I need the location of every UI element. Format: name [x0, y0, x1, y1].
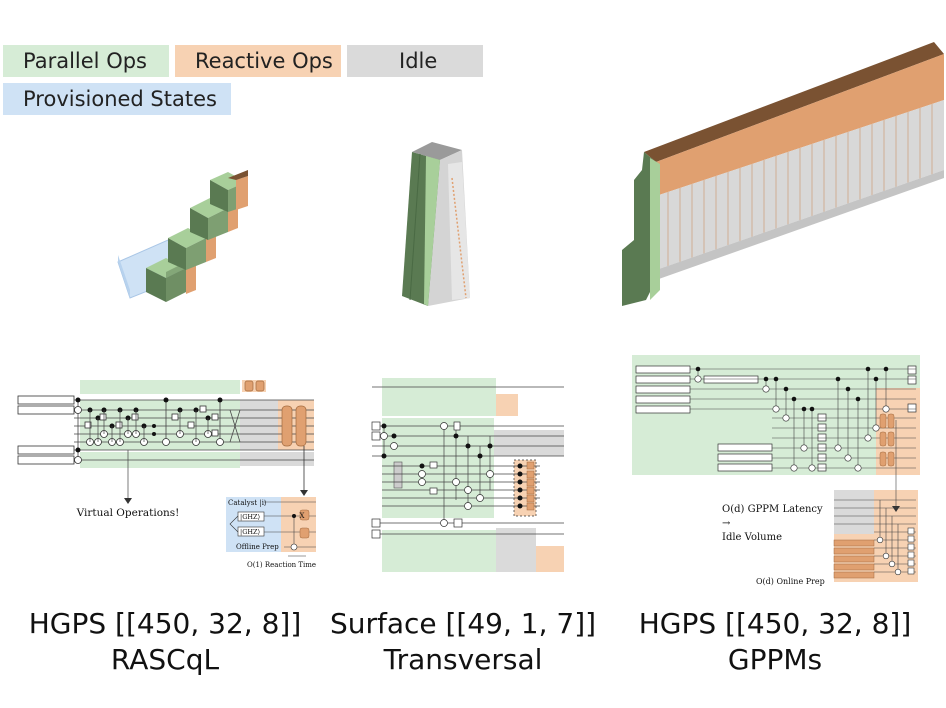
- reaction-time-label: O(1) Reaction Time: [247, 561, 316, 569]
- legend-idle: Idle: [347, 45, 483, 77]
- ghz-label-2: |GHZ⟩: [240, 528, 260, 536]
- surface-circuit: [371, 378, 564, 572]
- online-prep-label: O(d) Online Prep: [756, 577, 825, 586]
- legend-parallel-label: Parallel Ops: [23, 49, 147, 73]
- offline-prep-label: Offline Prep: [236, 543, 279, 551]
- gppm-3d-volume: [622, 42, 944, 306]
- caption-surface-line2: Transversal: [383, 643, 543, 676]
- caption-gppm-line2: GPPMs: [727, 643, 823, 676]
- gppm-circuit: [632, 355, 920, 582]
- legend-provisioned-label: Provisioned States: [23, 87, 217, 111]
- rascql-3d-volume: [117, 170, 248, 302]
- caption-rascql-line1: HGPS [[450, 32, 8]]: [28, 607, 302, 640]
- rascql-circuit: [17, 380, 316, 557]
- x-gate-label: X: [300, 512, 305, 520]
- virtual-operations-label: Virtual Operations!: [76, 507, 180, 519]
- caption-surface-line1: Surface [[49, 1, 7]]: [329, 607, 597, 640]
- caption-rascql: HGPS [[450, 32, 8]] RASCqL: [10, 606, 320, 678]
- catalyst-label: Catalyst |i⟩: [228, 499, 267, 507]
- legend-idle-label: Idle: [399, 49, 438, 73]
- legend-reactive-ops: Reactive Ops: [175, 45, 341, 77]
- caption-rascql-line2: RASCqL: [110, 643, 220, 676]
- gppm-latency-label: O(d) GPPM Latency: [722, 504, 823, 515]
- surface-3d-volume: [402, 142, 470, 306]
- caption-gppm-line1: HGPS [[450, 32, 8]]: [638, 607, 912, 640]
- idle-volume-label: Idle Volume: [722, 532, 782, 543]
- latency-arrow: →: [722, 518, 731, 529]
- ghz-label-1: |GHZ⟩: [240, 513, 260, 521]
- legend-parallel-ops: Parallel Ops: [3, 45, 169, 77]
- caption-gppm: HGPS [[450, 32, 8]] GPPMs: [620, 606, 930, 678]
- legend-reactive-label: Reactive Ops: [195, 49, 333, 73]
- caption-surface: Surface [[49, 1, 7]] Transversal: [320, 606, 606, 678]
- legend-provisioned-states: Provisioned States: [3, 83, 231, 115]
